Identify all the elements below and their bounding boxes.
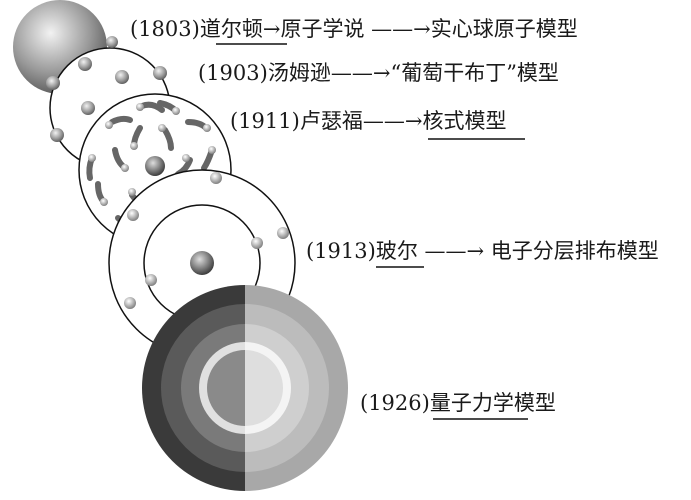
long-arrow-icon: ——→	[364, 17, 430, 41]
arrow-icon: →	[263, 17, 281, 41]
long-arrow-icon: ——→	[418, 239, 491, 263]
label-1803: (1803)道尔顿→原子学说 ——→实心球原子模型	[130, 17, 578, 45]
svg-text:(1913)玻尔 ——→ 电子分层排布模型: (1913)玻尔 ——→ 电子分层排布模型	[306, 239, 659, 263]
year: (1803)	[130, 17, 200, 41]
theory: 原子学说	[280, 17, 364, 41]
svg-text:(1803)道尔顿→原子学说 ——→实心球原子模型: (1803)道尔顿→原子学说 ——→实心球原子模型	[130, 17, 578, 41]
label-1913: (1913)玻尔 ——→ 电子分层排布模型	[306, 239, 659, 268]
quantum-mechanical-model	[142, 285, 348, 491]
label-1903: (1903)汤姆逊——→“葡萄干布丁”模型	[198, 61, 559, 85]
svg-text:(1911)卢瑟福——→核式模型: (1911)卢瑟福——→核式模型	[230, 109, 506, 133]
label-1911: (1911)卢瑟福——→核式模型	[230, 109, 525, 140]
label-1926: (1926)量子力学模型	[360, 391, 556, 420]
long-arrow-icon: ——→	[363, 109, 423, 133]
scientist: 道尔顿	[200, 17, 263, 41]
long-arrow-icon: ——→	[331, 61, 391, 85]
svg-text:(1926)量子力学模型: (1926)量子力学模型	[360, 391, 556, 415]
model: 实心球原子模型	[431, 17, 578, 41]
